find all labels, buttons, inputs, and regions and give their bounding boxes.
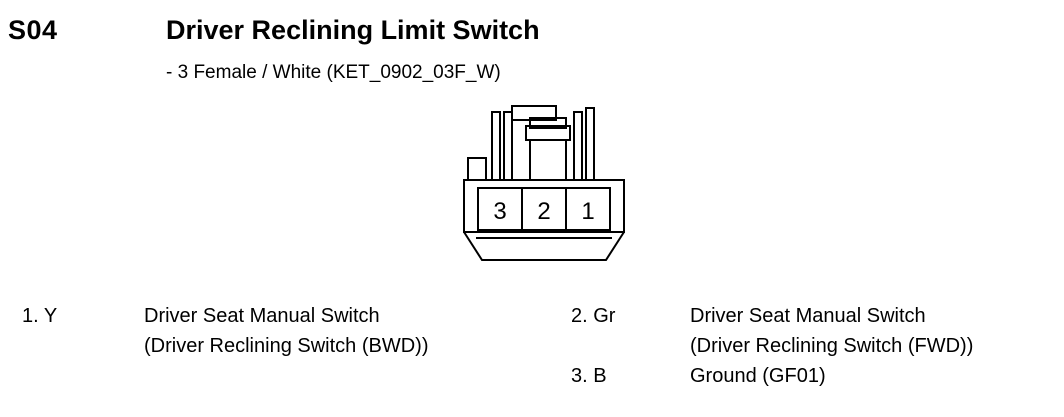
pin-1-desc-line2: (Driver Reclining Switch (BWD)) [144, 335, 429, 357]
guide-rail-left-inner [503, 111, 513, 180]
connector-code: S04 [8, 15, 58, 45]
pin-2-desc-line2: (Driver Reclining Switch (FWD)) [690, 335, 974, 357]
housing-bottom [463, 231, 625, 261]
pin-2-label: 2. Gr [571, 305, 616, 327]
connector-spec: - 3 Female / White (KET_0902_03F_W) [166, 62, 501, 83]
cavity-3: 3 [493, 198, 506, 225]
cavity-2: 2 [537, 198, 550, 225]
cavity-1: 1 [581, 198, 594, 225]
guide-rail-left [491, 111, 501, 180]
connector-diagram: 3 2 1 [463, 105, 625, 261]
guide-rail-right [585, 107, 595, 180]
guide-rail-right-inner [573, 111, 583, 180]
pin-1-desc-line1: Driver Seat Manual Switch [144, 305, 380, 327]
connector-title: Driver Reclining Limit Switch [166, 15, 540, 45]
pin-3-desc-line1: Ground (GF01) [690, 365, 826, 387]
latch-stem [529, 139, 567, 181]
pin-3-label: 3. B [571, 365, 607, 387]
pin-1-label: 1. Y [22, 305, 58, 327]
side-key [467, 157, 487, 181]
cavity-block [477, 187, 611, 231]
pin-2-desc-line1: Driver Seat Manual Switch [690, 305, 926, 327]
latch-button [529, 117, 567, 129]
